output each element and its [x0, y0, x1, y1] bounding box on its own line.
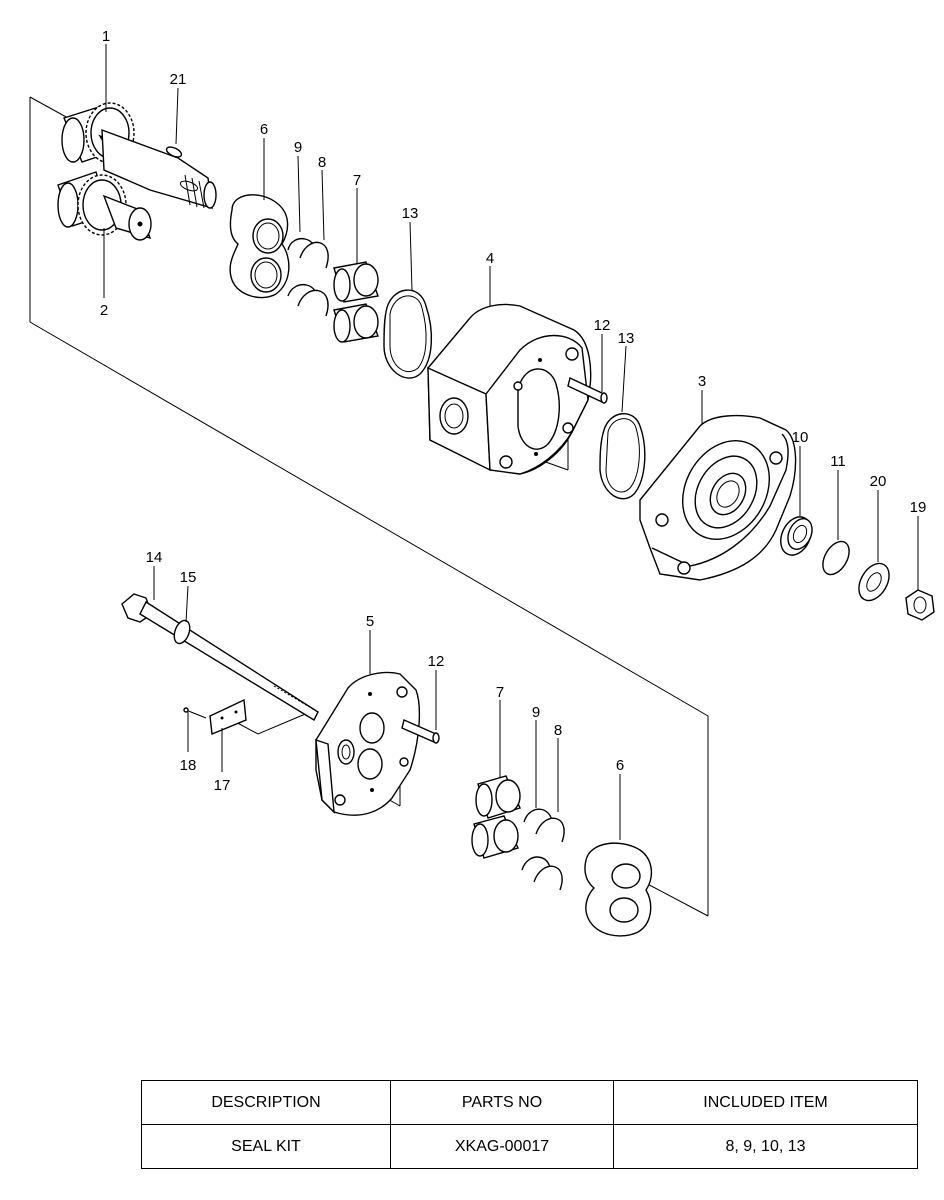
- callout-1: 1: [102, 28, 110, 45]
- part-6-lower-bushing-block: [584, 842, 653, 937]
- callout-5: 5: [366, 613, 374, 630]
- cell-parts-no: XKAG-00017: [390, 1124, 614, 1169]
- callout-8-upper: 8: [318, 154, 326, 171]
- callout-13-mid: 13: [618, 330, 635, 347]
- cell-included-item: 8, 9, 10, 13: [613, 1124, 918, 1169]
- callout-19: 19: [910, 499, 927, 516]
- part-1-drive-gear-shaft: [61, 102, 217, 209]
- part-5-rear-cover: [315, 671, 421, 816]
- callout-12-lower: 12: [428, 653, 445, 670]
- callout-6-upper: 6: [260, 121, 268, 138]
- part-18-rivet: [183, 707, 207, 719]
- part-17-name-plate: [209, 698, 247, 736]
- exploded-parts-diagram: 1 21 2 6 9 8 7 13 4 12 13 3 10 11 20 19 …: [29, 28, 935, 937]
- part-12-lower-dowel-pin: [401, 719, 440, 744]
- callout-17: 17: [214, 777, 231, 794]
- table-row: SEAL KIT XKAG-00017 8, 9, 10, 13: [141, 1124, 918, 1169]
- part-9-8-upper-backup-rings: [287, 237, 329, 317]
- callout-18: 18: [180, 757, 197, 774]
- header-description: DESCRIPTION: [141, 1080, 391, 1125]
- part-13-upper-o-ring: [383, 289, 433, 379]
- part-7-upper-bushings: [333, 261, 379, 343]
- part-11-snap-ring: [822, 540, 850, 576]
- part-12-upper-dowel-pin: [567, 377, 608, 404]
- callout-20: 20: [870, 473, 887, 490]
- callout-12-upper: 12: [594, 317, 611, 334]
- callout-labels: 1 21 2 6 9 8 7 13 4 12 13 3 10 11 20 19 …: [100, 28, 927, 794]
- part-2-driven-gear: [57, 171, 152, 241]
- callout-13-upper: 13: [402, 205, 419, 222]
- callout-leader-lines: [103, 44, 919, 840]
- part-7-lower-bushings: [471, 775, 521, 859]
- part-4-pump-body: [427, 303, 592, 475]
- seal-kit-table: DESCRIPTION PARTS NO INCLUDED ITEM SEAL …: [141, 1080, 918, 1169]
- header-included-item: INCLUDED ITEM: [613, 1080, 918, 1125]
- part-14-bolt: [121, 593, 319, 721]
- part-9-8-lower-backup-rings: [521, 808, 565, 891]
- callout-2: 2: [100, 302, 108, 319]
- callout-15: 15: [180, 569, 197, 586]
- callout-7-upper: 7: [353, 172, 361, 189]
- callout-9-lower: 9: [532, 704, 540, 721]
- table-header-row: DESCRIPTION PARTS NO INCLUDED ITEM: [141, 1080, 918, 1125]
- callout-3: 3: [698, 373, 706, 390]
- callout-14: 14: [146, 549, 163, 566]
- callout-9-upper: 9: [294, 139, 302, 156]
- callout-21: 21: [170, 71, 187, 88]
- part-3-front-cover: [639, 414, 797, 581]
- header-parts-no: PARTS NO: [390, 1080, 614, 1125]
- part-19-nut: [905, 589, 935, 621]
- part-6-upper-bushing-block: [229, 194, 290, 299]
- part-20-washer: [858, 562, 890, 602]
- cell-description: SEAL KIT: [141, 1124, 391, 1169]
- part-10-oil-seal: [780, 516, 813, 556]
- callout-7-lower: 7: [496, 684, 504, 701]
- callout-6-lower: 6: [616, 757, 624, 774]
- callout-11: 11: [830, 453, 846, 470]
- callout-8-lower: 8: [554, 722, 562, 739]
- callout-10: 10: [792, 429, 809, 446]
- part-21-key: [165, 146, 183, 158]
- part-13-mid-o-ring: [599, 413, 646, 500]
- callout-4: 4: [486, 250, 494, 267]
